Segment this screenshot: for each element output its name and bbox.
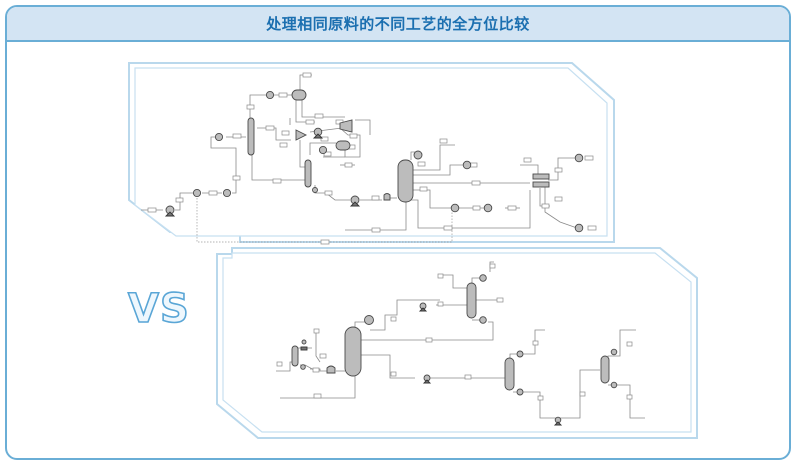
column-icon (397, 159, 414, 203)
condenser-icon (364, 315, 374, 325)
condenser-icon (479, 274, 487, 282)
heater-icon (462, 160, 472, 170)
reboiler-icon (516, 388, 524, 396)
compressor-icon (326, 365, 336, 374)
valve-icon (300, 339, 308, 351)
drum-icon (291, 89, 307, 101)
condenser-icon (413, 150, 423, 160)
column-icon (344, 326, 362, 377)
heater-icon (265, 90, 275, 100)
panel-a-frame (128, 62, 615, 243)
reboiler-icon (479, 316, 487, 324)
column-icon (304, 159, 312, 188)
heater-icon (574, 153, 584, 163)
pump-icon (422, 374, 432, 384)
heater-icon (450, 203, 460, 213)
reboiler-icon (312, 187, 318, 193)
column-icon (291, 345, 299, 367)
pump-icon (553, 416, 563, 426)
heater-icon (483, 203, 493, 213)
heat-exchanger-icon (532, 173, 550, 188)
column-icon (466, 282, 477, 319)
column-icon (247, 117, 255, 156)
heater-icon (214, 132, 224, 142)
column-icon (504, 357, 515, 391)
splitter-icon (295, 129, 308, 141)
page-title: 处理相同原料的不同工艺的全方位比较 (266, 15, 530, 33)
title-bar: 处理相同原料的不同工艺的全方位比较 (7, 7, 789, 42)
condenser-icon (610, 348, 618, 356)
compressor-icon (339, 119, 353, 133)
compressor-icon (383, 193, 391, 201)
pump-icon (164, 205, 176, 217)
reboiler-icon (610, 381, 618, 389)
drum-icon (335, 140, 351, 151)
heater-icon (192, 188, 202, 198)
panel-b-frame (216, 247, 698, 439)
pump-icon (312, 127, 324, 139)
pump-icon (349, 195, 361, 207)
process-diagram-a (141, 72, 597, 245)
pump-icon (418, 302, 428, 312)
condenser-icon (516, 350, 524, 358)
heater-icon (222, 188, 232, 198)
heater-icon (318, 145, 328, 155)
reboiler-icon (300, 364, 306, 370)
vs-label: VS (127, 285, 190, 333)
process-diagram-b (276, 261, 645, 426)
column-icon (600, 355, 610, 384)
heater-icon (574, 223, 584, 233)
